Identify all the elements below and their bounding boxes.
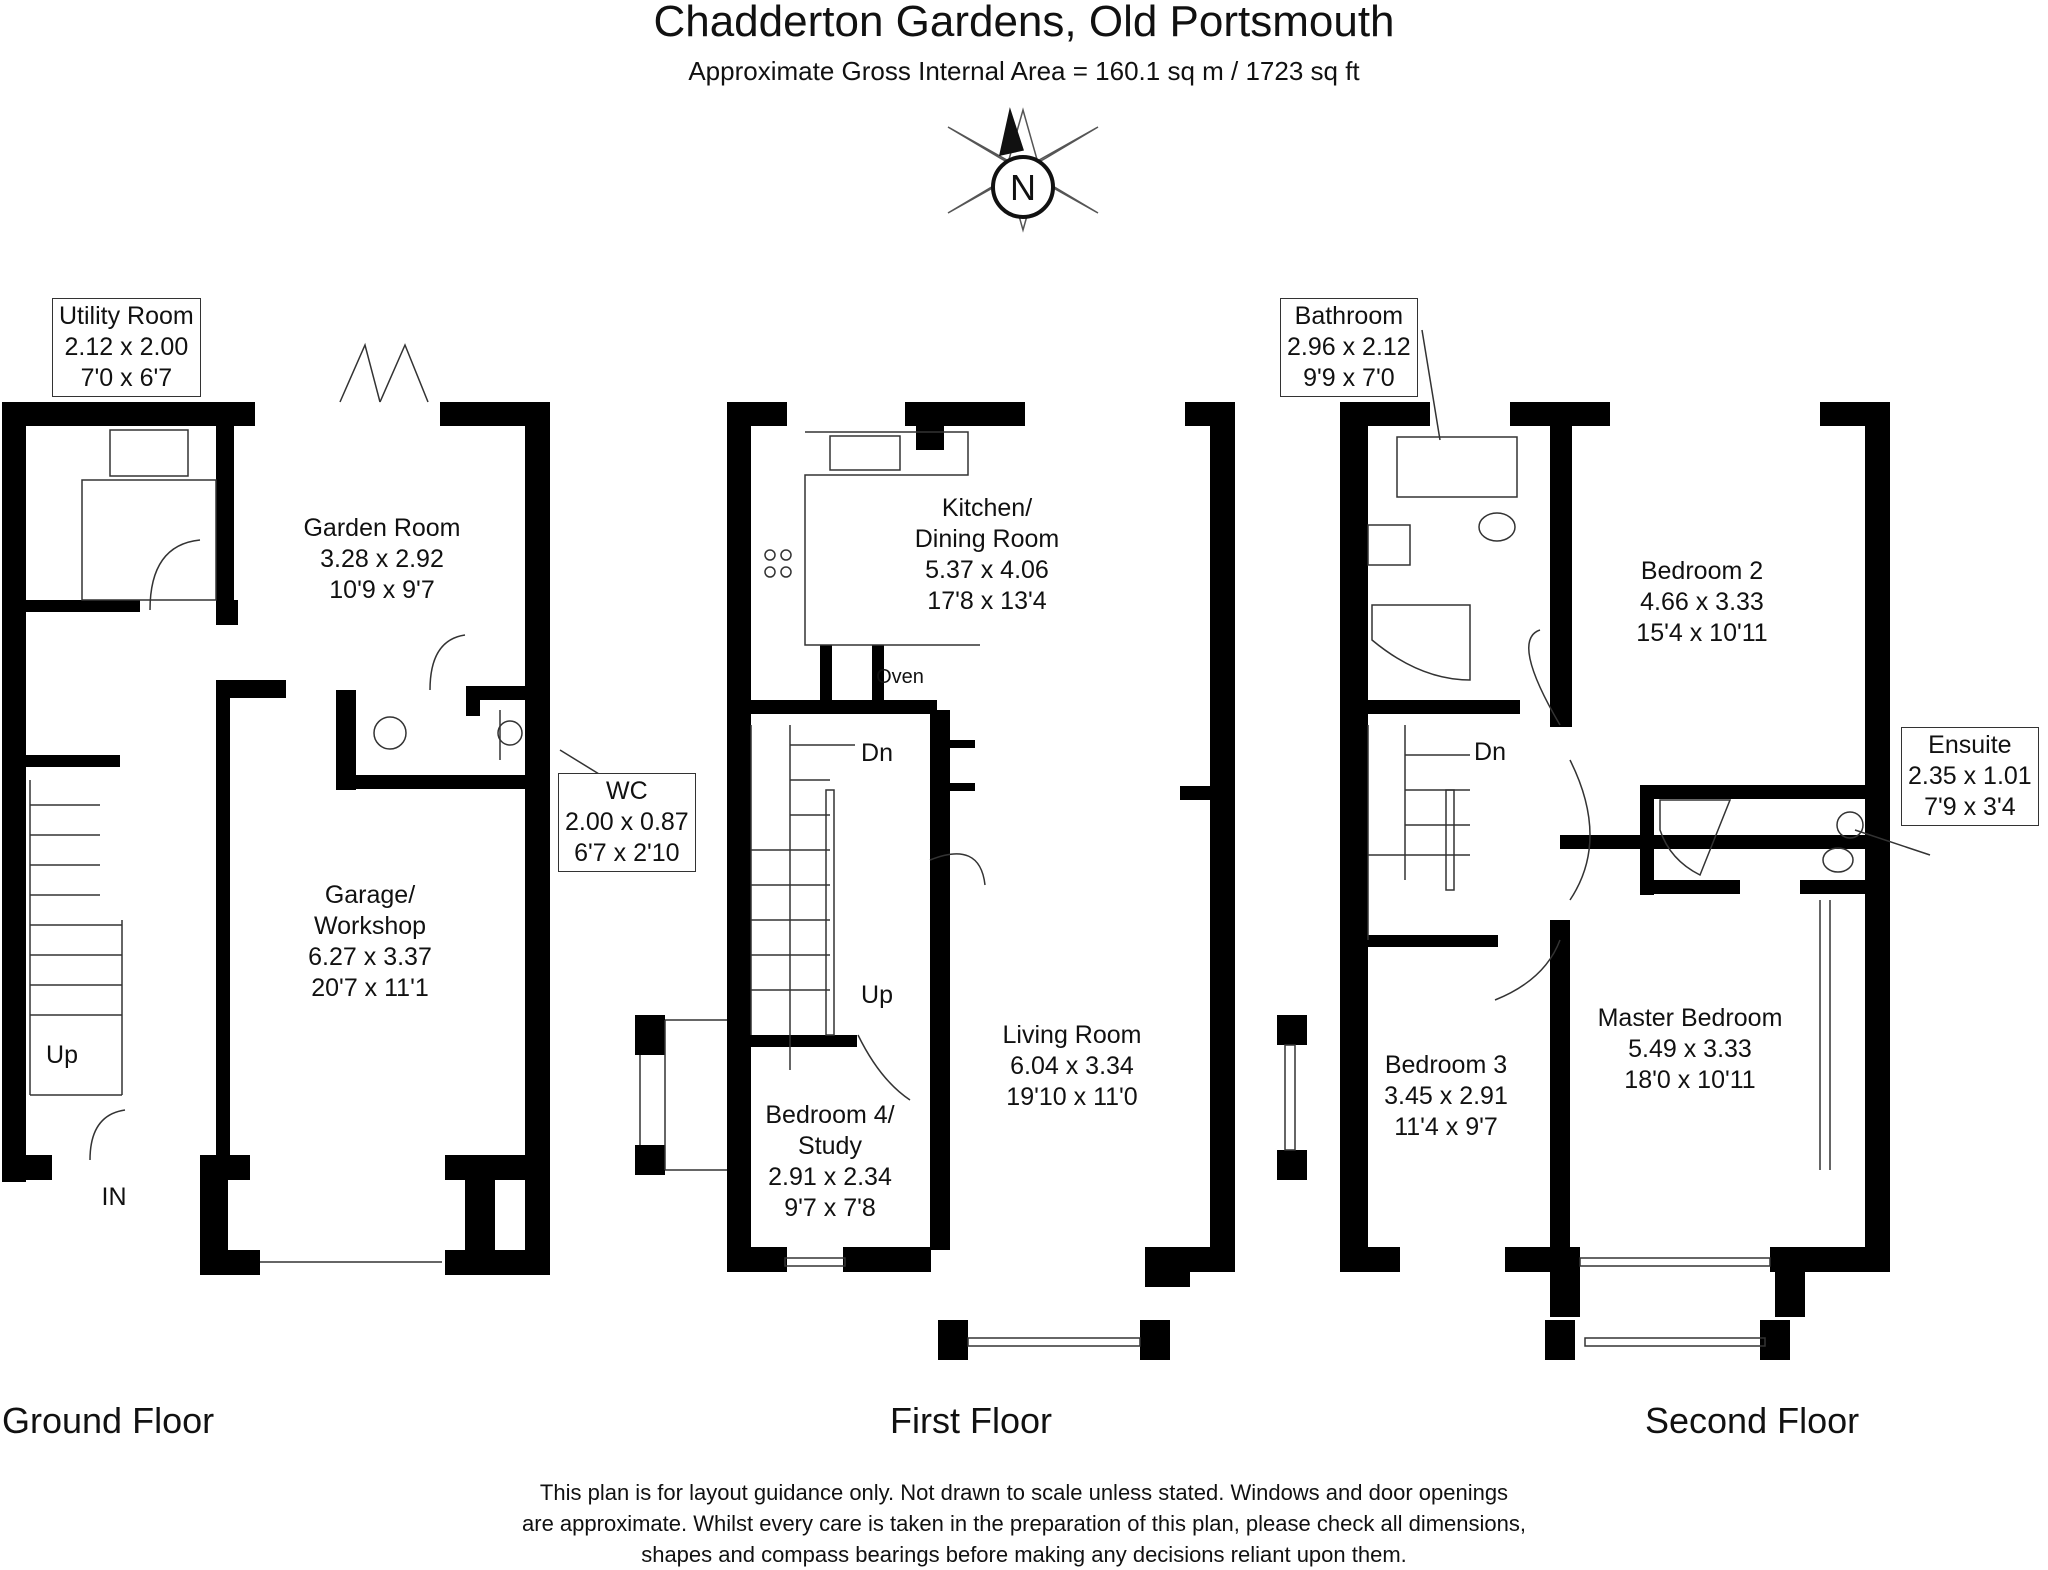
bathroom-name: Bathroom (1294, 302, 1404, 330)
second-floor-plan (1277, 402, 1890, 1360)
garden-room-imperial: 10'9 x 9'7 (329, 576, 435, 604)
living-room-imperial: 19'10 x 11'0 (1006, 1083, 1138, 1111)
bedroom4-metric: 2.91 x 2.34 (768, 1163, 892, 1191)
bedroom3-name: Bedroom 3 (1384, 1051, 1508, 1079)
ground-floor-lines (29, 342, 626, 1263)
ensuite-imperial: 7'9 x 3'4 (1924, 793, 2016, 821)
first-floor-plan (635, 402, 1235, 1360)
bedroom3-imperial: 11'4 x 9'7 (1394, 1113, 1498, 1141)
second-floor-label: Second Floor (1645, 1400, 1860, 1441)
utility-room-callout: Utility Room 2.12 x 2.00 7'0 x 6'7 (52, 298, 201, 397)
kitchen-label: Kitchen/ Dining Room 5.37 x 4.06 17'8 x … (915, 493, 1060, 617)
first-stair-up-label: Up (861, 981, 893, 1009)
first-floor-label: First Floor (890, 1400, 1052, 1441)
wc-imperial: 6'7 x 2'10 (574, 839, 680, 867)
second-floor-lines (1284, 329, 1931, 1347)
master-bedroom-name: Master Bedroom (1597, 1004, 1783, 1032)
wc-callout: WC 2.00 x 0.87 6'7 x 2'10 (558, 773, 696, 872)
bathroom-imperial: 9'9 x 7'0 (1303, 364, 1395, 392)
master-bedroom-metric: 5.49 x 3.33 (1628, 1035, 1752, 1063)
kitchen-metric: 5.37 x 4.06 (925, 556, 1049, 584)
disclaimer-line-3: shapes and compass bearings before makin… (641, 1542, 1407, 1567)
ground-floor-label: Ground Floor (2, 1400, 215, 1441)
utility-room-name: Utility Room (59, 302, 194, 330)
bathroom-metric: 2.96 x 2.12 (1287, 333, 1411, 361)
garden-room-metric: 3.28 x 2.92 (320, 545, 444, 573)
bedroom4-imperial: 9'7 x 7'8 (784, 1194, 876, 1222)
utility-room-metric: 2.12 x 2.00 (64, 333, 189, 361)
first-floor-lines (639, 431, 1141, 1347)
bedroom3-metric: 3.45 x 2.91 (1384, 1082, 1508, 1110)
oven-label: Oven (876, 666, 924, 688)
living-room-name: Living Room (1002, 1021, 1142, 1049)
compass-north-letter: N (1010, 167, 1036, 208)
kitchen-name-line1: Kitchen/ (941, 494, 1033, 522)
ensuite-callout: Ensuite 2.35 x 1.01 7'9 x 3'4 (1901, 727, 2039, 826)
compass-rose-icon (947, 107, 1099, 233)
ground-stair-up-label: Up (46, 1041, 78, 1069)
bedroom3-label: Bedroom 3 3.45 x 2.91 11'4 x 9'7 (1384, 1050, 1508, 1143)
bedroom2-imperial: 15'4 x 10'11 (1636, 619, 1768, 647)
garage-name-line2: Workshop (313, 912, 427, 940)
garage-name-line1: Garage/ (324, 881, 416, 909)
gross-area-subtitle: Approximate Gross Internal Area = 160.1 … (688, 56, 1360, 86)
disclaimer-text: This plan is for layout guidance only. N… (0, 1477, 2048, 1570)
bathroom-callout: Bathroom 2.96 x 2.12 9'9 x 7'0 (1280, 298, 1418, 397)
master-bedroom-label: Master Bedroom 5.49 x 3.33 18'0 x 10'11 (1598, 1003, 1783, 1096)
ensuite-name: Ensuite (1928, 731, 2012, 759)
entrance-label: IN (101, 1183, 127, 1211)
garage-label: Garage/ Workshop 6.27 x 3.37 20'7 x 11'1 (308, 880, 432, 1004)
utility-room-imperial: 7'0 x 6'7 (80, 364, 173, 392)
garden-room-name: Garden Room (303, 514, 461, 542)
ensuite-metric: 2.35 x 1.01 (1908, 762, 2032, 790)
second-stair-down-label: Dn (1474, 738, 1506, 766)
first-stair-down-label: Dn (861, 739, 893, 767)
bedroom2-label: Bedroom 2 4.66 x 3.33 15'4 x 10'11 (1636, 556, 1767, 649)
master-bedroom-imperial: 18'0 x 10'11 (1624, 1066, 1756, 1094)
bedroom4-label: Bedroom 4/ Study 2.91 x 2.34 9'7 x 7'8 (765, 1100, 894, 1224)
wc-name: WC (606, 777, 648, 805)
bedroom2-name: Bedroom 2 (1640, 557, 1764, 585)
garage-imperial: 20'7 x 11'1 (311, 974, 429, 1002)
bedroom2-metric: 4.66 x 3.33 (1640, 588, 1764, 616)
disclaimer-line-2: are approximate. Whilst every care is ta… (522, 1511, 1526, 1536)
bedroom4-name-line2: Study (798, 1132, 862, 1160)
page-title: Chadderton Gardens, Old Portsmouth (653, 0, 1395, 46)
living-room-metric: 6.04 x 3.34 (1010, 1052, 1134, 1080)
wc-metric: 2.00 x 0.87 (565, 808, 689, 836)
living-room-label: Living Room 6.04 x 3.34 19'10 x 11'0 (1003, 1020, 1142, 1113)
disclaimer-line-1: This plan is for layout guidance only. N… (539, 1480, 1509, 1505)
kitchen-name-line2: Dining Room (914, 525, 1060, 553)
garden-room-label: Garden Room 3.28 x 2.92 10'9 x 9'7 (303, 513, 460, 606)
bedroom4-name-line1: Bedroom 4/ (765, 1101, 895, 1129)
kitchen-imperial: 17'8 x 13'4 (927, 587, 1047, 615)
ground-floor-plan (2, 402, 550, 1275)
garage-metric: 6.27 x 3.37 (308, 943, 432, 971)
